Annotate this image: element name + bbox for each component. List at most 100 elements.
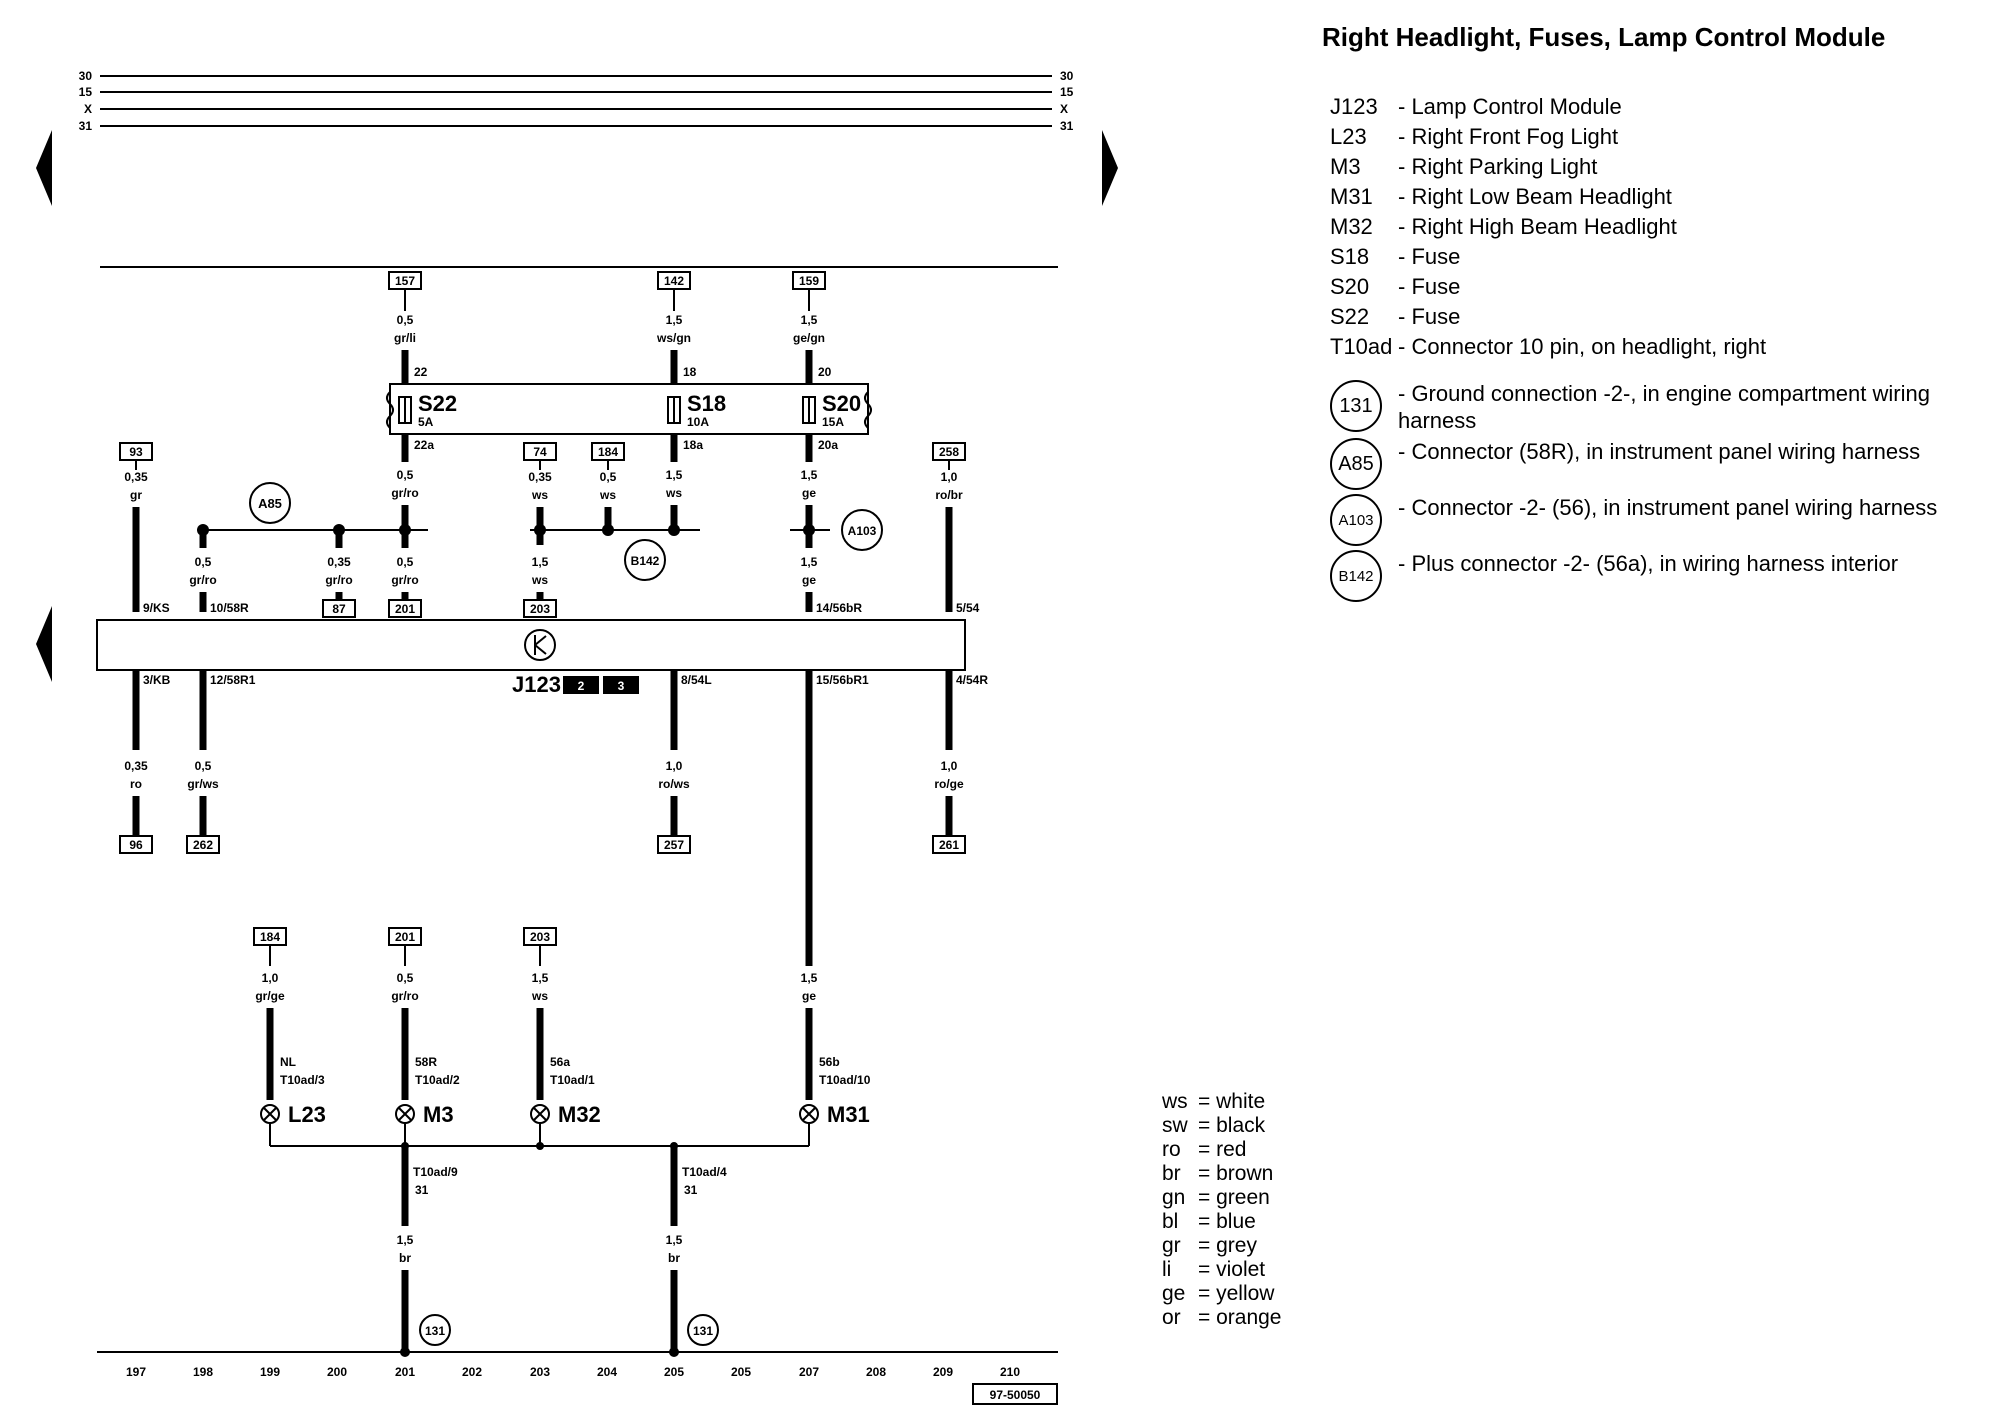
svg-text:ro/ge: ro/ge (934, 777, 964, 791)
svg-text:gr/ro: gr/ro (391, 989, 418, 1003)
svg-text:204: 204 (597, 1365, 617, 1379)
legend-circle-desc: - Plus connector -2- (56a), in wiring ha… (1398, 551, 1899, 576)
legend-spacer (1330, 362, 1970, 376)
transistor-emitter-line (534, 644, 547, 655)
fuse-input-s18: 142 1,5 ws/gn 18 (656, 271, 697, 398)
svg-text:201: 201 (395, 1365, 415, 1379)
wire-184: 184 0,5 ws (591, 442, 625, 530)
svg-text:3/KB: 3/KB (143, 673, 171, 687)
color-name: = black (1198, 1114, 1266, 1137)
legend-row: T10ad- Connector 10 pin, on headlight, r… (1330, 332, 1970, 362)
svg-text:0,5: 0,5 (397, 555, 414, 569)
ground-wire-1: T10ad/9 31 1,5 br 131 (397, 1146, 458, 1357)
rail-label-x-right: X (1060, 102, 1068, 116)
legend-circle-code: A85 (1330, 438, 1382, 490)
color-name: = white (1198, 1090, 1266, 1113)
svg-text:56b: 56b (819, 1055, 840, 1069)
svg-text:0,35: 0,35 (327, 555, 351, 569)
svg-text:B142: B142 (631, 554, 660, 568)
svg-text:ro: ro (130, 777, 142, 791)
svg-text:199: 199 (260, 1365, 280, 1379)
svg-text:261: 261 (939, 838, 959, 852)
svg-text:gr/ro: gr/ro (391, 486, 418, 500)
svg-text:gr/ge: gr/ge (255, 989, 285, 1003)
legend-circle-row: 131 - Ground connection -2-, in engine co… (1330, 380, 1970, 434)
rail-label-15-right: 15 (1060, 85, 1074, 99)
legend-circle-desc: - Connector -2- (56), in instrument pane… (1398, 495, 1938, 520)
svg-text:gr: gr (130, 488, 142, 502)
rail-label-30-left: 30 (79, 69, 93, 83)
svg-text:15/56bR1: 15/56bR1 (816, 673, 869, 687)
svg-text:0,35: 0,35 (528, 470, 552, 484)
svg-text:1,0: 1,0 (941, 759, 958, 773)
svg-text:ge: ge (802, 573, 816, 587)
svg-text:210: 210 (1000, 1365, 1020, 1379)
legend-circle-code: 131 (1330, 380, 1382, 432)
svg-text:198: 198 (193, 1365, 213, 1379)
svg-text:2: 2 (578, 679, 585, 693)
svg-text:ro/br: ro/br (935, 488, 963, 502)
fuse-output-s20: 20a 1,5 ge (801, 434, 838, 500)
svg-text:18a: 18a (683, 438, 703, 452)
svg-text:T10ad/4: T10ad/4 (682, 1165, 727, 1179)
color-name: = blue (1198, 1210, 1256, 1233)
lamp-control-module-j123: J123 2 3 (96, 619, 966, 697)
wire-12-58r1: 12/58R1 0,5 gr/ws 262 (186, 670, 256, 854)
svg-text:ro/ws: ro/ws (658, 777, 690, 791)
svg-text:1,5: 1,5 (532, 971, 549, 985)
badge-3 (603, 676, 639, 694)
svg-text:S20: S20 (822, 391, 861, 416)
svg-text:1,5: 1,5 (666, 468, 683, 482)
svg-text:10/58R: 10/58R (210, 601, 249, 615)
page-right-arrow-icon[interactable] (1102, 130, 1118, 206)
svg-text:20a: 20a (818, 438, 838, 452)
color-name: = green (1198, 1186, 1270, 1209)
color-name: = violet (1198, 1258, 1266, 1281)
legend-row: S20- Fuse (1330, 272, 1970, 302)
svg-text:0,35: 0,35 (124, 470, 148, 484)
legend-desc: - Fuse (1398, 244, 1461, 269)
rail-label-15-left: 15 (79, 85, 93, 99)
wire-258: 258 1,0 ro/br 5/54 (932, 442, 980, 615)
svg-text:14/56bR: 14/56bR (816, 601, 862, 615)
svg-text:3: 3 (618, 679, 625, 693)
module-name: J123 (512, 672, 561, 697)
wire-93: 93 0,35 gr 9/KS (119, 442, 170, 615)
svg-text:9/KS: 9/KS (143, 601, 170, 615)
ground-point-131 (687, 1314, 719, 1346)
svg-text:ws/gn: ws/gn (656, 331, 691, 345)
legend-code: J123 (1330, 94, 1378, 119)
wire-3-kb: 3/KB 0,35 ro 96 (119, 670, 171, 854)
svg-text:S18: S18 (687, 391, 726, 416)
wire-74: 74 0,35 ws (523, 442, 557, 545)
svg-text:0,5: 0,5 (397, 468, 414, 482)
svg-text:31: 31 (684, 1183, 698, 1197)
svg-text:56a: 56a (550, 1055, 570, 1069)
svg-text:4/54R: 4/54R (956, 673, 988, 687)
svg-text:1,5: 1,5 (801, 555, 818, 569)
fuse-box (386, 383, 872, 435)
svg-text:201: 201 (395, 930, 415, 944)
svg-text:L23: L23 (288, 1102, 326, 1127)
supply-rails: 30 15 X 31 30 15 X 31 (79, 69, 1074, 133)
color-abbr: gn (1162, 1186, 1186, 1209)
rail-label-31-left: 31 (79, 119, 93, 133)
ground-point-131 (419, 1314, 451, 1346)
svg-text:184: 184 (260, 930, 280, 944)
svg-text:0,5: 0,5 (397, 313, 414, 327)
svg-text:5A: 5A (418, 415, 434, 429)
page-left-arrow-icon[interactable] (36, 130, 52, 206)
color-key-row: ge= yellow (1162, 1282, 1282, 1306)
svg-text:197: 197 (126, 1365, 146, 1379)
continue-left-arrow-icon[interactable] (36, 606, 52, 682)
legend-row: M31- Right Low Beam Headlight (1330, 182, 1970, 212)
svg-text:201: 201 (395, 602, 415, 616)
fuse-input-s22: 157 0,5 gr/li 22 (388, 271, 428, 398)
svg-text:T10ad/9: T10ad/9 (413, 1165, 458, 1179)
fuse-output-s18: 18a 1,5 ws (665, 434, 703, 500)
connector-a103-junction: A103 1,5 ge 14/56bR (790, 505, 883, 615)
legend-circle-desc: - Ground connection -2-, in engine compa… (1398, 381, 1930, 433)
connector-b142-junction: B142 1,5 ws 203 (523, 505, 700, 618)
legend-row: J123- Lamp Control Module (1330, 92, 1970, 122)
